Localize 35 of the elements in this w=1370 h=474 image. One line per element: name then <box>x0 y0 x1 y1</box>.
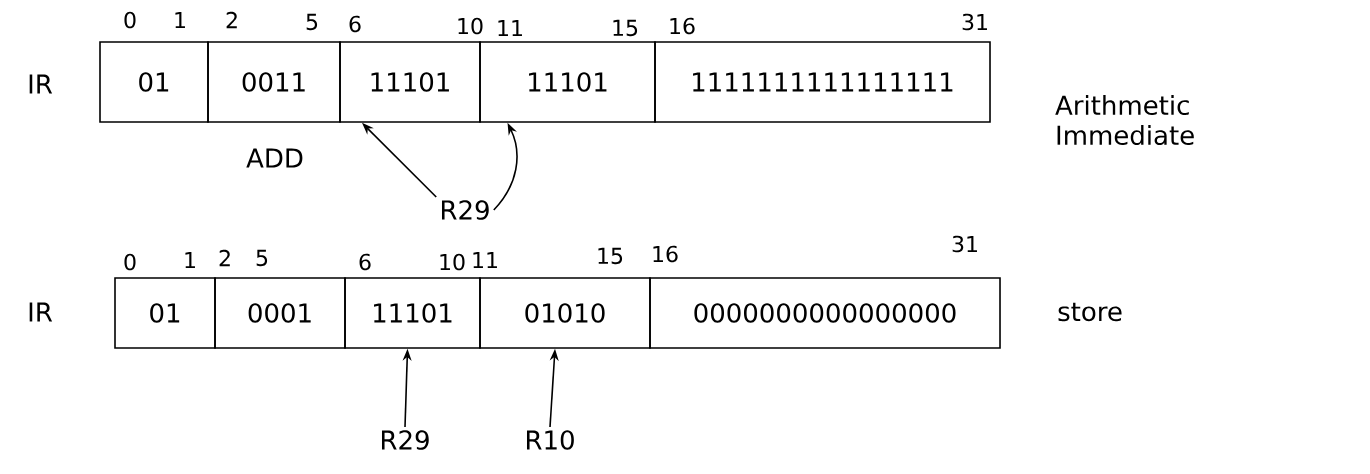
format-name: Arithmetic Immediate <box>1055 94 1194 146</box>
register-name: IR <box>29 74 53 94</box>
register-field: 01 <box>114 277 216 349</box>
register-field: 0001 <box>214 277 346 349</box>
register-field: 01 <box>99 41 209 123</box>
register-field: 11101 <box>339 41 481 123</box>
bit-number: 2 <box>219 249 230 267</box>
register-label: R10 <box>527 430 574 450</box>
bit-number: 5 <box>256 249 268 267</box>
bit-number: 15 <box>598 247 623 265</box>
bit-number: 10 <box>440 253 465 271</box>
bit-number: 16 <box>653 245 678 263</box>
bit-number: 10 <box>458 17 483 35</box>
bit-number: 31 <box>952 235 977 253</box>
bit-number: 6 <box>349 15 361 33</box>
bit-number: 15 <box>613 19 638 37</box>
format-name: store <box>1058 302 1122 322</box>
register-field: 1111111111111111 <box>654 41 991 123</box>
register-field: 11101 <box>344 277 481 349</box>
bit-number: 11 <box>473 252 497 268</box>
register-field: 11101 <box>479 41 656 123</box>
bit-number: 1 <box>175 12 185 28</box>
register-field: 0011 <box>207 41 341 123</box>
register-label: R29 <box>382 430 429 450</box>
field-caption: ADD <box>246 148 303 168</box>
register-name: IR <box>29 302 53 322</box>
bit-number: 6 <box>359 253 371 271</box>
register-field: 0000000000000000 <box>649 277 1001 349</box>
register-field: 01010 <box>479 277 651 349</box>
bit-number: 1 <box>185 252 195 268</box>
bit-number: 11 <box>498 20 522 36</box>
bit-number: 16 <box>670 17 695 35</box>
bit-number: 2 <box>226 11 237 29</box>
register-label: R29 <box>442 200 489 220</box>
bit-number: 5 <box>306 13 318 31</box>
